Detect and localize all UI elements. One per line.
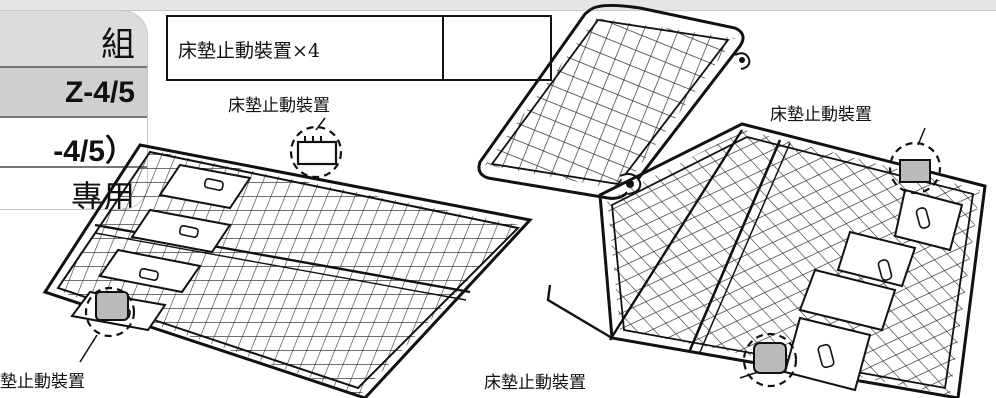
legend-text-1: 組 [101, 25, 135, 65]
right-base-frame [546, 122, 987, 398]
legend-model-code: Z-4/5 [64, 76, 135, 109]
callout-stopper-top-left: 床墊止動裝置 [228, 96, 330, 116]
parts-list-box: 床墊止動裝置×4 [166, 15, 552, 81]
callout-stopper-bottom-left: 墊止動裝置 [0, 372, 85, 392]
legend-row-1: 組 [0, 11, 147, 66]
top-band [0, 0, 996, 11]
legend-row-3: -4/5） [0, 116, 147, 168]
legend-model-variant: -4/5） [53, 135, 135, 168]
parts-list-item: 床墊止動裝置×4 [178, 40, 321, 62]
legend-row-2: Z-4/5 [0, 66, 147, 116]
parts-list-cell: 床墊止動裝置×4 [168, 17, 444, 79]
model-legend-panel: 組 Z-4/5 -4/5） 專用 [0, 10, 148, 210]
callout-stopper-right: 床墊止動裝置 [770, 105, 872, 125]
callout-stopper-bottom-middle: 床墊止動裝置 [484, 373, 586, 393]
left-base-frame [42, 117, 533, 398]
detached-side-panel [477, 3, 751, 200]
